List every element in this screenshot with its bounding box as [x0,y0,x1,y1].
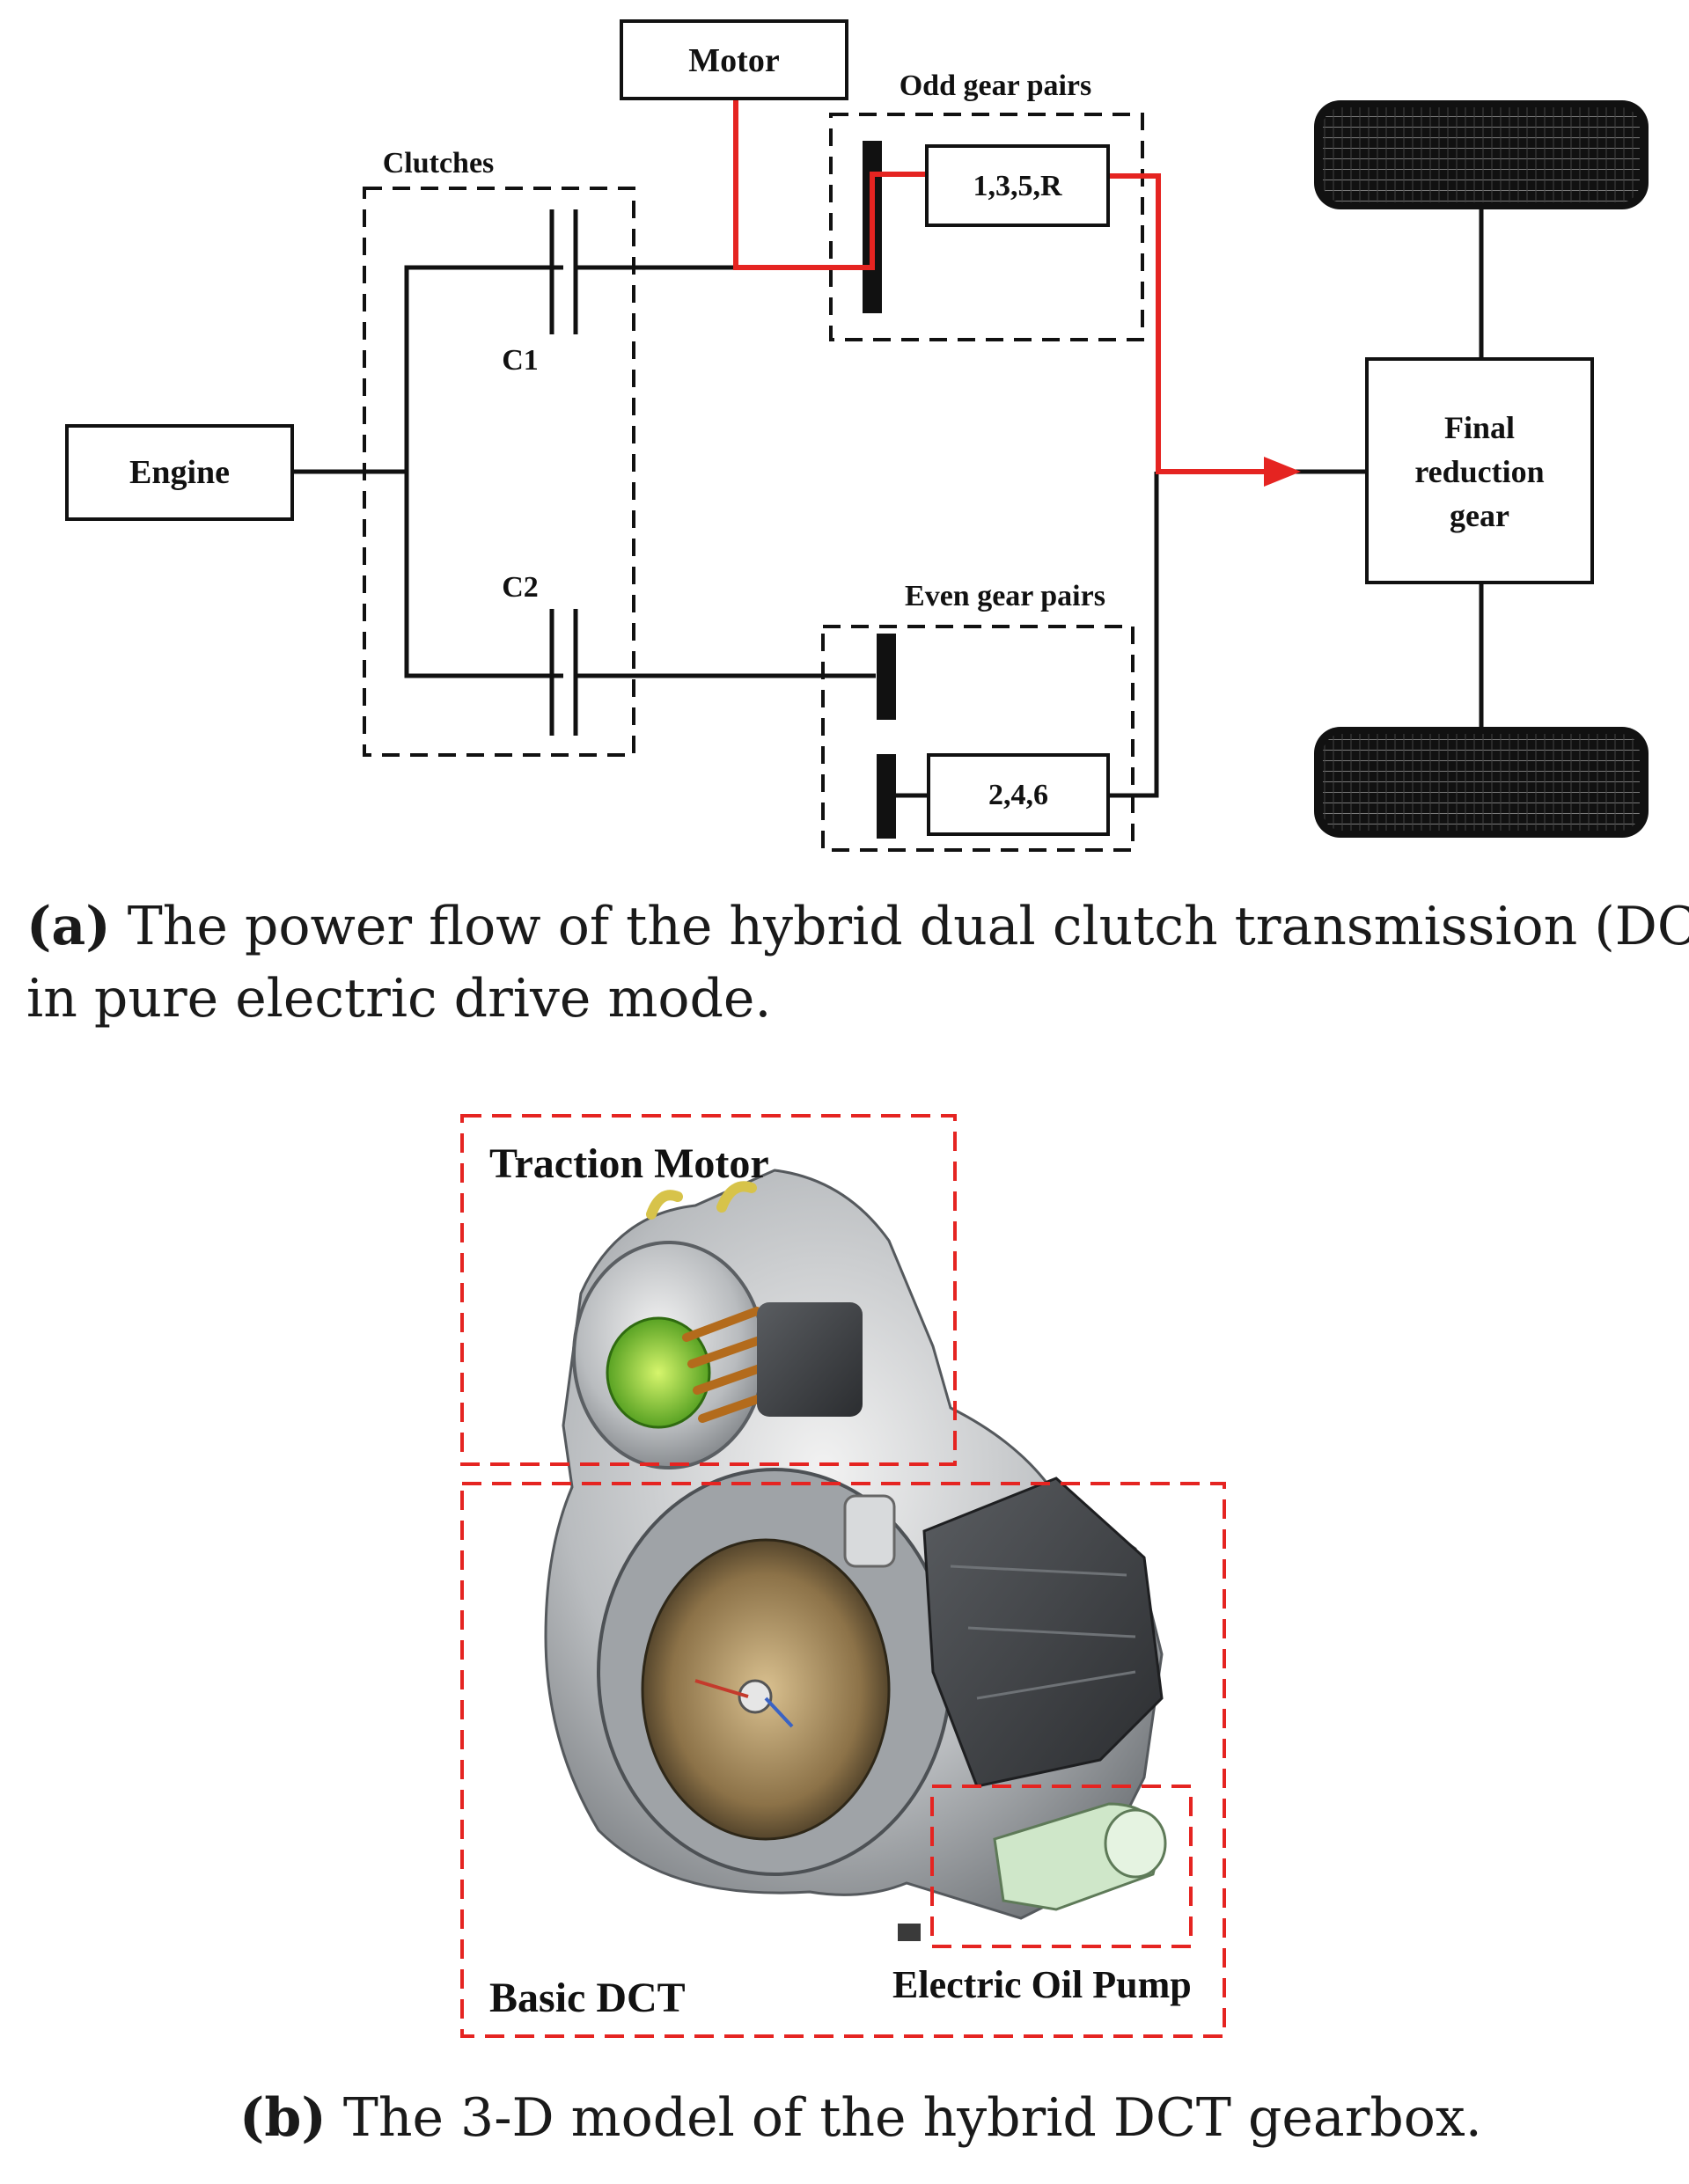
final-reduction-label-line2: reduction [1414,454,1544,489]
even-gear-pairs-box [821,625,1135,852]
final-reduction-label-line1: Final [1444,410,1515,445]
motor-to-odd-gear [733,99,926,270]
caption-b: (b) The 3-D model of the hybrid DCT gear… [239,2084,1482,2152]
clutches-label: Clutches [383,147,495,180]
engine-label: Engine [129,454,230,491]
clutch-c2 [549,609,578,736]
clutch-c1 [549,209,578,334]
accumulator-cylinder [843,1494,896,1568]
traction-motor-box [460,1114,957,1466]
shaft-axis-red [694,1679,749,1698]
odd-gear-pairs-box [829,113,1144,341]
odd-gears-label: 1,3,5,R [973,170,1062,202]
caption-a-tag: (a) [26,896,111,957]
even-gears-block [927,753,1110,836]
motor-label: Motor [688,42,780,79]
power-flow-path [733,99,1267,474]
upper-wheel [1314,100,1649,209]
basic-dct-label: Basic DCT [489,1975,686,2021]
caption-b-tag: (b) [239,2087,327,2149]
even-gears-label: 2,4,6 [988,779,1048,811]
powertrain-schematic: Engine Motor 1,3,5,R 2,4,6 Final reducti… [65,19,1649,852]
traction-motor-label: Traction Motor [489,1140,769,1187]
c1-label: C1 [502,344,539,377]
electric-oil-pump-label: Electric Oil Pump [892,1963,1192,2006]
final-reduction-gear-block [1365,357,1594,584]
shaft-axis-blue [764,1697,794,1728]
input-shaft-hub [738,1679,773,1714]
caption-a-continuation: in pure electric drive mode. [26,964,771,1033]
mechanical-links [294,208,1484,798]
even-gear-bar-upper [877,634,896,720]
motor-coolant-fittings [646,1181,757,1220]
even-gear-pairs-label: Even gear pairs [905,580,1105,612]
lower-wheel [1314,727,1649,838]
final-reduction-label-line3: gear [1450,498,1509,533]
odd-gears-block [925,144,1110,227]
electric-oil-pump-motor [1104,1808,1167,1879]
motor-inverter-box [757,1302,863,1417]
engine-block [65,424,294,521]
caption-a-line2: in pure electric drive mode. [26,968,772,1030]
even-output-shaft [1107,472,1159,798]
odd-to-final-drive [1107,173,1267,474]
c2-label: C2 [502,571,539,604]
even-gear-bar-lower [877,754,896,839]
motor-rotor-coil [606,1316,711,1429]
caption-a: (a) The power flow of the hybrid dual cl… [26,892,1689,961]
caption-b-text: The 3-D model of the hybrid DCT gearbox. [342,2087,1482,2149]
clutch-input-shaft [404,265,563,678]
power-flow-arrowhead [1264,457,1301,487]
odd-gear-pairs-label: Odd gear pairs [900,70,1092,102]
electric-oil-pump-box [930,1785,1193,1948]
oil-pump-connector [898,1924,921,1941]
motor-block [620,19,848,100]
caption-a-line1: The power flow of the hybrid dual clutch… [127,896,1689,957]
gearbox-3d-model: Traction Motor Basic DCT Electric Oil Pu… [460,1114,1226,2038]
basic-dct-box [460,1482,1226,2038]
clutches-group-box [363,187,635,757]
